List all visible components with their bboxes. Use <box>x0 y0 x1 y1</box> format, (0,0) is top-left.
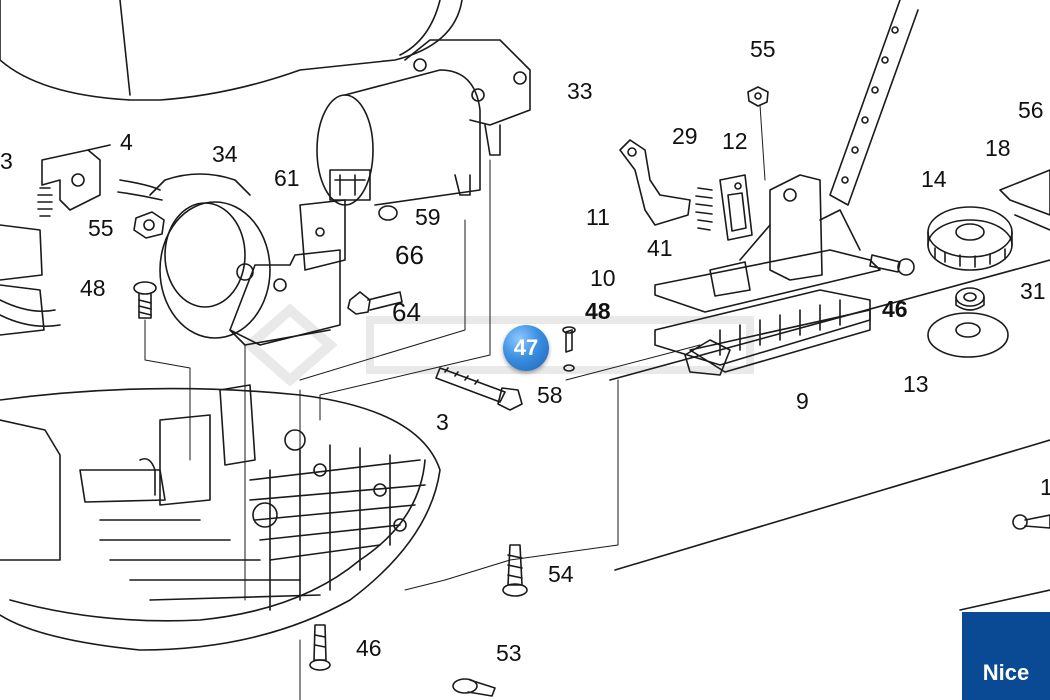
plate-12 <box>719 174 753 241</box>
label-9: 9 <box>796 388 809 414</box>
label-53: 53 <box>496 640 522 666</box>
label-55-right: 55 <box>750 36 776 62</box>
label-1: 1 <box>1040 474 1050 500</box>
bolt-64 <box>347 291 403 315</box>
label-64: 64 <box>392 297 421 327</box>
washer-13 <box>927 312 1009 358</box>
screw-right <box>1012 514 1050 530</box>
part-47-hotspot[interactable]: 47 <box>503 325 549 371</box>
washer-59 <box>378 205 398 221</box>
bolt-47 <box>435 367 523 411</box>
label-3-left: 3 <box>0 148 13 174</box>
bearing-31 <box>955 287 985 311</box>
lever-11 <box>619 139 691 226</box>
label-48-middle: 48 <box>585 298 611 324</box>
watermark <box>242 303 754 387</box>
label-55-left: 55 <box>88 215 114 241</box>
motor-33 <box>316 39 531 206</box>
label-59: 59 <box>415 204 441 230</box>
nut-55-left <box>133 211 165 239</box>
mounting-bracket <box>229 199 346 346</box>
gear-14 <box>927 206 1013 271</box>
plate-18 <box>999 169 1050 216</box>
label-18: 18 <box>985 135 1011 161</box>
label-56: 56 <box>1018 97 1044 123</box>
rail <box>609 259 1050 571</box>
label-66: 66 <box>395 240 424 270</box>
carriage-10 <box>654 249 881 313</box>
label-58: 58 <box>537 382 563 408</box>
carriage-9 <box>654 289 871 376</box>
slider-bracket <box>739 174 861 281</box>
label-4: 4 <box>120 129 133 155</box>
nut-55-right <box>747 86 769 107</box>
label-14: 14 <box>921 166 947 192</box>
brand-logo-text: Nice <box>982 660 1030 685</box>
bracket-4 <box>37 144 111 217</box>
screw-54 <box>502 544 528 597</box>
label-3-base: 3 <box>436 409 449 435</box>
label-31: 31 <box>1020 278 1046 304</box>
label-29: 29 <box>672 123 698 149</box>
label-54: 54 <box>548 561 574 587</box>
screw-48-left <box>133 281 157 319</box>
housing-cover <box>0 0 463 101</box>
perforated-strap <box>829 0 919 206</box>
label-34: 34 <box>212 141 238 167</box>
screw-53 <box>452 678 496 697</box>
label-10: 10 <box>590 265 616 291</box>
label-33: 33 <box>567 78 593 104</box>
nice-logo: Nice <box>962 612 1050 700</box>
base-plate-3 <box>0 384 441 651</box>
label-46-right: 46 <box>882 296 908 322</box>
label-13: 13 <box>903 371 929 397</box>
label-48-left: 48 <box>80 275 106 301</box>
label-41: 41 <box>647 235 673 261</box>
bolt-46-right <box>869 254 915 276</box>
washer-58 <box>563 364 575 372</box>
label-11: 11 <box>586 204 610 230</box>
label-12: 12 <box>722 128 748 154</box>
screw-46-bottom <box>309 624 331 671</box>
screw-48-middle <box>562 326 576 353</box>
label-61: 61 <box>274 165 300 191</box>
capacitor-34 <box>117 173 271 339</box>
label-46-bottom: 46 <box>356 635 382 661</box>
spring-41 <box>695 187 713 231</box>
